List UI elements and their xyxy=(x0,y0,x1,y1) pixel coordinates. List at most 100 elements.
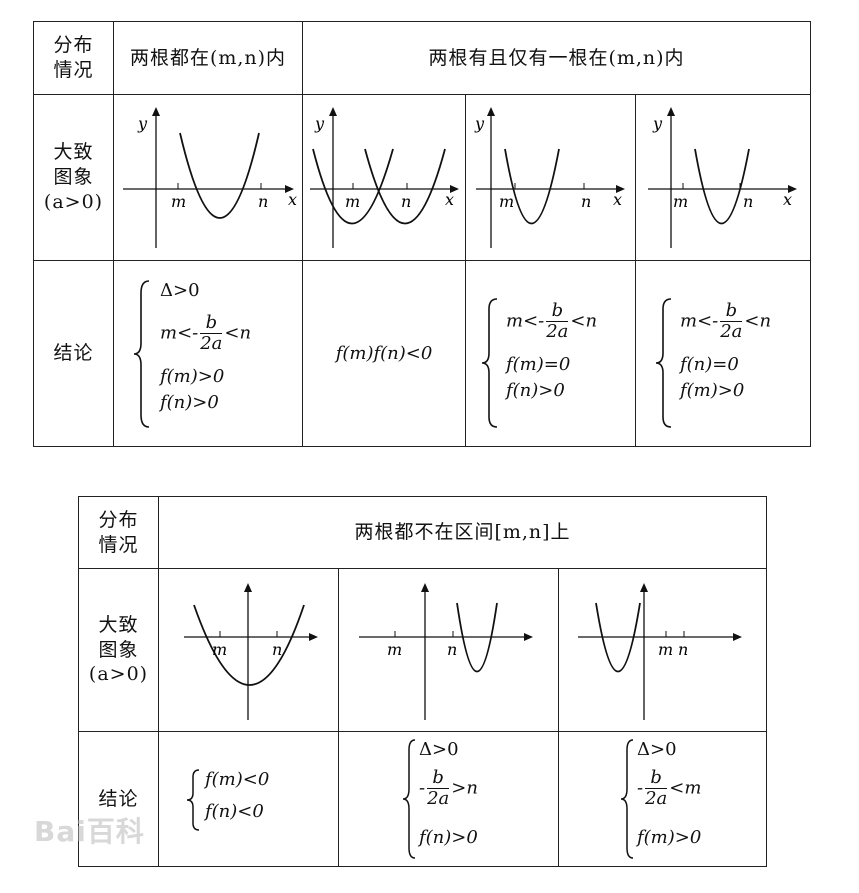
col-header-one-in: 两根有且仅有一根在(m,n)内 xyxy=(301,21,812,95)
graph-root-at-m-svg: y x m n xyxy=(474,106,625,248)
row-header-conclusion: 结论 xyxy=(78,731,159,867)
table-root-distribution-inside: 分布 情况 两根都在(m,n)内 两根有且仅有一根在(m,n)内 大致 图象 (… xyxy=(33,21,812,447)
cond-fm: f(m)>0 xyxy=(680,380,745,401)
frac-num: b xyxy=(200,313,223,334)
n-tick-label: n xyxy=(743,192,753,211)
frac-num: b xyxy=(720,301,743,322)
frac-den: 2a xyxy=(720,320,743,342)
brace-icon xyxy=(133,280,150,428)
frac-den: 2a xyxy=(546,320,569,342)
row-header-graph-text: 大致 图象 (a>0) xyxy=(88,613,149,686)
m-tick-label: m xyxy=(212,640,227,659)
y-axis-label: y xyxy=(137,114,148,133)
y-axis-label: y xyxy=(314,114,325,133)
baidu-baike-watermark: Bai百科 xyxy=(34,815,145,848)
row-header-conclusion-text: 结论 xyxy=(98,787,139,810)
frac-num: b xyxy=(645,768,668,789)
row-header-distribution: 分布 情况 xyxy=(33,21,114,95)
m-tick-label: m xyxy=(658,640,673,659)
m-tick-label: m xyxy=(387,640,402,659)
x-axis-label: x xyxy=(445,190,454,209)
graph-roots-right-of-n: m n xyxy=(338,568,559,732)
row-header-distribution-text: 分布 情况 xyxy=(53,34,94,81)
x-axis-label: x xyxy=(613,190,622,209)
row-header-conclusion-text: 结论 xyxy=(53,342,94,365)
m-tick-label: m xyxy=(499,192,514,211)
y-axis-label: y xyxy=(652,114,663,133)
cond-product: f(m)f(n)<0 xyxy=(335,342,433,364)
brace-icon xyxy=(186,769,200,831)
col-header-both-in: 两根都在(m,n)内 xyxy=(113,21,303,95)
graph-roots-left-of-m-svg: m n xyxy=(577,583,742,720)
graph-both-in-svg: y x m n xyxy=(123,106,297,248)
frac-num: b xyxy=(427,768,450,789)
table-root-distribution-outside: 分布 情况 两根都不在区间[m,n]上 大致 图象 (a>0) m n xyxy=(78,496,767,867)
m-tick-label: m xyxy=(345,192,360,211)
y-axis-label: y xyxy=(474,114,485,133)
graph-roots-left-of-m: m n xyxy=(558,568,767,732)
row-header-conclusion: 结论 xyxy=(33,260,114,447)
cond-fm: f(m)<0 xyxy=(205,769,270,790)
conclusion-roots-outside-both: f(m)<0 f(n)<0 xyxy=(158,731,339,867)
brace-icon xyxy=(402,739,416,859)
col-header-none-in-text: 两根都不在区间[m,n]上 xyxy=(354,521,571,544)
cond-fn: f(n)>0 xyxy=(506,380,565,401)
brace-icon xyxy=(620,739,634,859)
n-tick-label: n xyxy=(447,640,457,659)
cond-axis-left: m<- xyxy=(160,322,199,344)
graph-root-at-m: y x m n xyxy=(465,94,636,261)
cond-axis-left: m<- xyxy=(506,310,545,332)
row-header-graph-text: 大致 图象 (a>0) xyxy=(43,141,104,213)
x-axis-label: x xyxy=(783,190,792,209)
cond-axis-right: >n xyxy=(451,777,478,799)
n-tick-label: n xyxy=(678,640,688,659)
cond-axis-right: <n xyxy=(570,310,598,332)
cond-axis-left: - xyxy=(637,777,644,799)
graph-one-in-product-svg: y x m n xyxy=(310,106,459,248)
cond-delta: Δ>0 xyxy=(160,280,200,301)
cond-axis-right: <m xyxy=(669,777,702,799)
graph-roots-right-of-n-svg: m n xyxy=(358,583,533,720)
row-header-graph: 大致 图象 (a>0) xyxy=(78,568,159,732)
cond-axis-left: m<- xyxy=(680,310,719,332)
cond-fn: f(n)<0 xyxy=(205,801,264,822)
n-tick-label: n xyxy=(401,192,411,211)
col-header-both-in-text: 两根都在(m,n)内 xyxy=(129,46,287,69)
cond-fn: f(n)>0 xyxy=(160,392,219,413)
m-tick-label: m xyxy=(673,192,688,211)
cond-axis-right: <n xyxy=(744,310,772,332)
cond-axis-right: <n xyxy=(224,322,252,344)
cond-delta: Δ>0 xyxy=(637,739,677,760)
frac-den: 2a xyxy=(200,332,223,354)
graph-one-in-product: y x m n xyxy=(302,94,466,261)
cond-fm: f(m)>0 xyxy=(637,827,702,848)
cond-fn: f(n)=0 xyxy=(680,354,739,375)
frac-den: 2a xyxy=(645,787,668,809)
n-tick-label: n xyxy=(272,640,282,659)
cond-delta: Δ>0 xyxy=(419,739,459,760)
n-tick-label: n xyxy=(258,192,268,211)
cond-fn: f(n)>0 xyxy=(419,827,478,848)
col-header-one-in-text: 两根有且仅有一根在(m,n)内 xyxy=(428,46,685,69)
cond-axis-left: - xyxy=(419,777,426,799)
col-header-none-in: 两根都不在区间[m,n]上 xyxy=(158,496,767,569)
cond-fm: f(m)>0 xyxy=(160,366,225,387)
row-header-distribution-text: 分布 情况 xyxy=(98,508,139,556)
conclusion-product: f(m)f(n)<0 xyxy=(302,260,466,447)
m-tick-label: m xyxy=(171,192,186,211)
brace-icon xyxy=(655,298,672,428)
brace-icon xyxy=(481,298,498,428)
frac-den: 2a xyxy=(427,787,450,809)
graph-both-in: y x m n xyxy=(113,94,303,261)
graph-roots-outside-both-svg: m n xyxy=(183,583,318,720)
n-tick-label: n xyxy=(581,192,591,211)
row-header-graph: 大致 图象 (a>0) xyxy=(33,94,114,261)
row-header-distribution: 分布 情况 xyxy=(78,496,159,569)
cond-fm: f(m)=0 xyxy=(506,354,571,375)
frac-num: b xyxy=(546,301,569,322)
graph-root-at-n-svg: y x m n xyxy=(648,106,797,248)
